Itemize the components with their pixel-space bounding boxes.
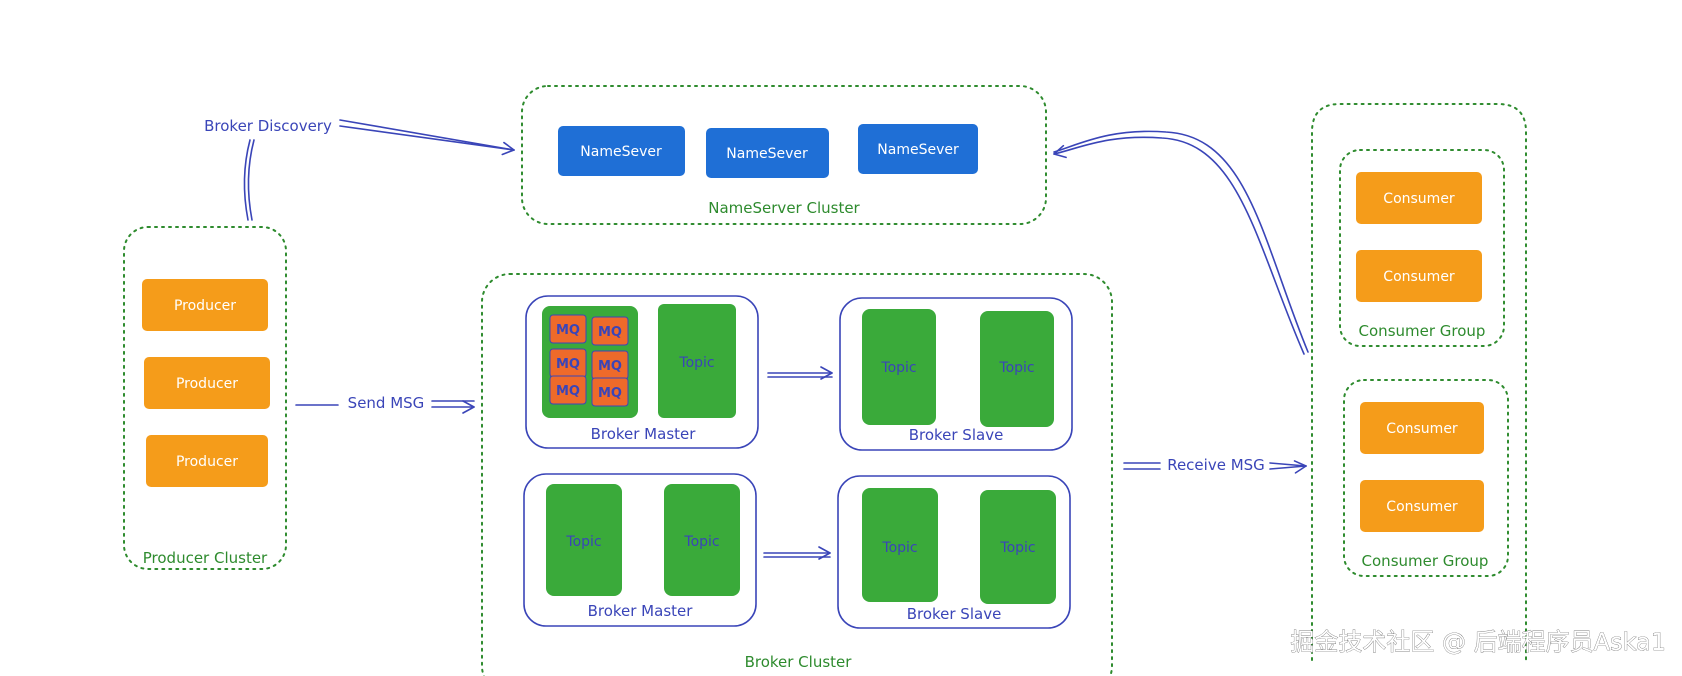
edge-label-send-msg: Send MSG <box>348 394 425 412</box>
consumer-group-label: Consumer Group <box>1359 322 1486 340</box>
producer-node-1[interactable]: Producer <box>142 279 268 331</box>
topic-box[interactable]: Topic <box>980 311 1054 427</box>
mq-queue[interactable]: MQ <box>591 350 629 380</box>
svg-text:Consumer: Consumer <box>1383 269 1455 285</box>
nameserver-node-3[interactable]: NameSever <box>858 124 978 174</box>
watermark: 掘金技术社区 @ 后端程序员Aska1 <box>1290 628 1666 656</box>
mq-queue[interactable]: MQ <box>549 375 587 405</box>
consumer-node[interactable]: Consumer <box>1356 250 1482 302</box>
nameserver-node-label: NameSever <box>726 146 808 162</box>
nameserver-node-label: NameSever <box>580 144 662 160</box>
producer-cluster-border <box>123 226 287 570</box>
broker-slave-1[interactable]: Topic Topic Broker Slave <box>839 297 1073 451</box>
broker-cluster-label: Broker Cluster <box>745 653 853 671</box>
svg-text:MQ: MQ <box>556 384 580 399</box>
topic-box[interactable]: Topic <box>546 484 622 596</box>
nameserver-node-1[interactable]: NameSever <box>558 126 685 176</box>
svg-text:MQ: MQ <box>556 357 580 372</box>
svg-text:Topic: Topic <box>565 534 601 550</box>
topic-box[interactable]: Topic <box>980 490 1056 604</box>
svg-text:MQ: MQ <box>556 323 580 338</box>
edge-receive-msg: Receive MSG <box>1123 456 1307 474</box>
svg-text:Consumer: Consumer <box>1386 499 1458 515</box>
mq-queue[interactable]: MQ <box>549 314 587 344</box>
svg-text:MQ: MQ <box>598 359 622 374</box>
svg-text:Topic: Topic <box>683 534 719 550</box>
svg-text:Consumer: Consumer <box>1386 421 1458 437</box>
broker-master-label: Broker Master <box>588 602 694 620</box>
producer-node-label: Producer <box>176 454 238 470</box>
consumer-group-border <box>1339 149 1505 347</box>
broker-master-label: Broker Master <box>591 425 697 443</box>
producer-cluster: Producer Producer Producer Producer Clus… <box>123 226 287 570</box>
svg-text:Topic: Topic <box>999 540 1035 556</box>
consumer-node[interactable]: Consumer <box>1360 480 1484 532</box>
topic-box[interactable]: Topic <box>664 484 740 596</box>
svg-text:Consumer: Consumer <box>1383 191 1455 207</box>
producer-node-3[interactable]: Producer <box>146 435 268 487</box>
consumer-group-border <box>1343 379 1509 577</box>
consumer-node[interactable]: Consumer <box>1360 402 1484 454</box>
edge-send-msg: Send MSG <box>295 394 475 414</box>
consumer-group-1: Consumer Consumer Consumer Group <box>1339 149 1505 347</box>
broker-master-2[interactable]: Topic Topic Broker Master <box>523 473 757 627</box>
consumer-node[interactable]: Consumer <box>1356 172 1482 224</box>
broker-slave-2[interactable]: Topic Topic Broker Slave <box>837 475 1071 629</box>
svg-text:Topic: Topic <box>880 360 916 376</box>
producer-cluster-label: Producer Cluster <box>143 549 268 567</box>
svg-text:Topic: Topic <box>881 540 917 556</box>
broker-cluster: MQ MQ MQ MQ MQ MQ <box>481 273 1113 676</box>
consumer-cluster: Consumer Consumer Consumer Group Consume… <box>1311 103 1527 661</box>
nameserver-cluster-border <box>521 85 1047 225</box>
svg-text:Topic: Topic <box>998 360 1034 376</box>
consumer-group-2: Consumer Consumer Consumer Group <box>1343 379 1509 577</box>
topic-box[interactable]: Topic <box>862 309 936 425</box>
nameserver-node-2[interactable]: NameSever <box>706 128 829 178</box>
edge-label-receive-msg: Receive MSG <box>1167 456 1265 474</box>
consumer-group-label: Consumer Group <box>1362 552 1489 570</box>
broker-master-1[interactable]: MQ MQ MQ MQ MQ MQ <box>525 295 759 449</box>
producer-node-label: Producer <box>176 376 238 392</box>
svg-text:MQ: MQ <box>598 325 622 340</box>
producer-node-label: Producer <box>174 298 236 314</box>
broker-slave-label: Broker Slave <box>909 426 1004 444</box>
mq-queue[interactable]: MQ <box>591 316 629 346</box>
nameserver-cluster-label: NameServer Cluster <box>708 199 860 217</box>
broker-slave-label: Broker Slave <box>907 605 1002 623</box>
consumer-cluster-border <box>1311 103 1527 661</box>
edge-broker-discovery: Broker Discovery <box>204 117 515 221</box>
nameserver-cluster: NameSever NameSever NameSever NameServer… <box>521 85 1047 225</box>
topic-box[interactable]: Topic <box>658 304 736 418</box>
topic-box[interactable]: Topic <box>862 488 938 602</box>
edge-label-broker-discovery: Broker Discovery <box>204 117 332 135</box>
producer-node-2[interactable]: Producer <box>144 357 270 409</box>
mq-queue[interactable]: MQ <box>591 377 629 407</box>
edge-consumer-to-nameserver <box>1053 130 1309 355</box>
nameserver-node-label: NameSever <box>877 142 959 158</box>
broker-cluster-border <box>481 273 1113 676</box>
svg-text:MQ: MQ <box>598 386 622 401</box>
svg-text:Topic: Topic <box>678 355 714 371</box>
mq-queue[interactable]: MQ <box>549 348 587 378</box>
